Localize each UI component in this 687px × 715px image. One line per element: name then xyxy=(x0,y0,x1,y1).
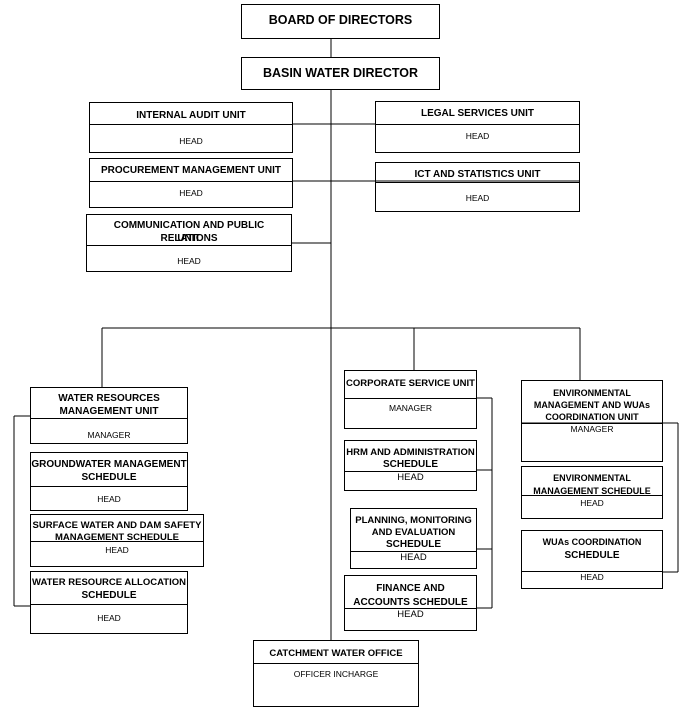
hrm-role: HEAD xyxy=(397,472,424,483)
planning-role: HEAD xyxy=(400,552,427,563)
basin-water-director-box: BASIN WATER DIRECTOR xyxy=(241,57,440,90)
ict-title: ICT AND STATISTICS UNIT xyxy=(414,169,541,180)
surface-water-title-2: MANAGEMENT SCHEDULE xyxy=(54,532,180,543)
corporate-service-unit-box: CORPORATE SERVICE UNIT MANAGER xyxy=(344,370,477,429)
groundwater-role: HEAD xyxy=(97,494,121,504)
catchment-role: OFFICER INCHARGE xyxy=(293,669,379,679)
wuas-schedule-box: WUAs COORDINATION SCHEDULE HEAD xyxy=(521,530,663,589)
environmental-unit-title-2: MANAGEMENT AND WUAs xyxy=(533,400,651,410)
planning-schedule-box: PLANNING, MONITORING AND EVALUATION SCHE… xyxy=(350,508,477,569)
internal-audit-title: INTERNAL AUDIT UNIT xyxy=(136,110,246,121)
surface-water-title-1: SURFACE WATER AND DAM SAFETY xyxy=(32,520,202,531)
environmental-unit-title-3: COORDINATION UNIT xyxy=(545,412,639,422)
ict-statistics-unit-box: ICT AND STATISTICS UNIT HEAD xyxy=(375,162,580,212)
procurement-unit-box: PROCUREMENT MANAGEMENT UNIT HEAD xyxy=(89,158,293,208)
allocation-title-2: SCHEDULE xyxy=(81,590,137,601)
allocation-title-1: WATER RESOURCE ALLOCATION xyxy=(32,577,186,588)
allocation-schedule-box: WATER RESOURCE ALLOCATION SCHEDULE HEAD xyxy=(30,571,188,634)
finance-title-2: ACCOUNTS SCHEDULE xyxy=(353,597,468,608)
finance-title-1: FINANCE AND xyxy=(376,583,445,594)
finance-schedule-box: FINANCE AND ACCOUNTS SCHEDULE HEAD xyxy=(344,575,477,631)
water-resources-role: MANAGER xyxy=(87,430,131,440)
communication-role: HEAD xyxy=(177,256,201,266)
hrm-title-2: SCHEDULE xyxy=(382,459,438,470)
water-resources-title-1: WATER RESOURCES xyxy=(58,393,160,404)
procurement-role: HEAD xyxy=(179,188,203,198)
allocation-role: HEAD xyxy=(97,613,121,623)
catchment-title: CATCHMENT WATER OFFICE xyxy=(269,648,403,659)
ict-role: HEAD xyxy=(465,193,490,203)
corporate-title: CORPORATE SERVICE UNIT xyxy=(346,378,475,389)
legal-title: LEGAL SERVICES UNIT xyxy=(421,108,534,119)
planning-title-2: AND EVALUATION xyxy=(371,527,456,538)
surface-water-role: HEAD xyxy=(105,545,129,555)
planning-title-3: SCHEDULE xyxy=(385,539,441,550)
hrm-title-1: HRM AND ADMINISTRATION xyxy=(346,447,475,458)
groundwater-schedule-box: GROUNDWATER MANAGEMENT SCHEDULE HEAD xyxy=(30,452,188,511)
wuas-title-2: SCHEDULE xyxy=(564,550,620,561)
env-schedule-title-1: ENVIRONMENTAL xyxy=(553,473,631,483)
internal-audit-unit-box: INTERNAL AUDIT UNIT HEAD xyxy=(89,102,293,153)
legal-role: HEAD xyxy=(465,131,490,141)
director-title: BASIN WATER DIRECTOR xyxy=(262,66,419,80)
env-schedule-title-2: MANAGEMENT SCHEDULE xyxy=(533,486,651,496)
procurement-title: PROCUREMENT MANAGEMENT UNIT xyxy=(101,165,281,176)
communication-title-1: COMMUNICATION AND PUBLIC RELATIONS xyxy=(113,220,265,244)
internal-audit-role: HEAD xyxy=(179,136,203,146)
wuas-role: HEAD xyxy=(580,572,604,582)
surface-water-schedule-box: SURFACE WATER AND DAM SAFETY MANAGEMENT … xyxy=(30,514,204,567)
legal-services-unit-box: LEGAL SERVICES UNIT HEAD xyxy=(375,101,580,153)
hrm-schedule-box: HRM AND ADMINISTRATION SCHEDULE HEAD xyxy=(344,440,477,491)
environmental-unit-role: MANAGER xyxy=(570,424,614,434)
groundwater-title-2: SCHEDULE xyxy=(81,472,137,483)
corporate-role: MANAGER xyxy=(389,403,432,413)
catchment-water-office-box: CATCHMENT WATER OFFICE OFFICER INCHARGE xyxy=(253,640,419,707)
environmental-unit-box: ENVIRONMENTAL MANAGEMENT AND WUAs COORDI… xyxy=(521,380,663,462)
communication-title-2: UNIT xyxy=(177,233,201,244)
finance-role: HEAD xyxy=(397,609,424,620)
board-title: BOARD OF DIRECTORS xyxy=(268,13,413,27)
env-schedule-role: HEAD xyxy=(580,498,604,508)
environmental-unit-title-1: ENVIRONMENTAL xyxy=(553,388,631,398)
water-resources-unit-box: WATER RESOURCES MANAGEMENT UNIT MANAGER xyxy=(30,387,188,444)
wuas-title-1: WUAs COORDINATION xyxy=(542,537,642,547)
water-resources-title-2: MANAGEMENT UNIT xyxy=(59,406,159,417)
environmental-schedule-box: ENVIRONMENTAL MANAGEMENT SCHEDULE HEAD xyxy=(521,466,663,519)
board-of-directors-box: BOARD OF DIRECTORS xyxy=(241,4,440,39)
communication-unit-box: COMMUNICATION AND PUBLIC RELATIONS UNIT … xyxy=(86,214,292,272)
planning-title-1: PLANNING, MONITORING xyxy=(355,515,472,526)
groundwater-title-1: GROUNDWATER MANAGEMENT xyxy=(31,459,187,470)
